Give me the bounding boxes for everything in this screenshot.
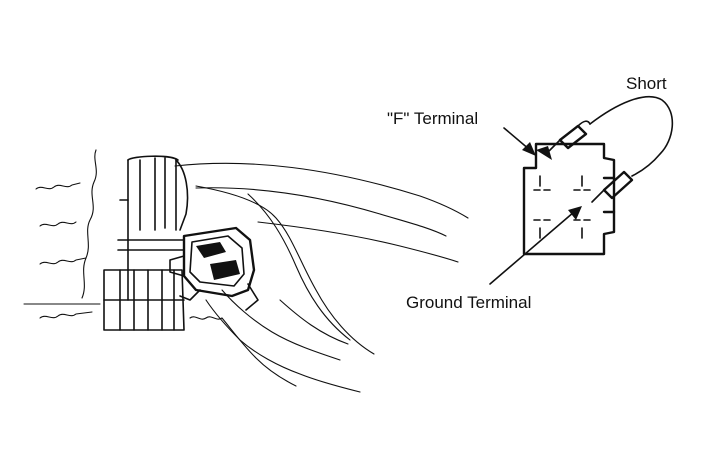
f-terminal-label: "F" Terminal	[387, 109, 478, 128]
terminal-connector-body	[522, 142, 616, 256]
body-contour-lines	[174, 162, 469, 355]
pipe-assembly	[117, 155, 189, 301]
lower-wavy-lines	[189, 289, 361, 393]
ground-terminal-label: Ground Terminal	[406, 293, 531, 312]
ground-terminal-probe	[591, 170, 634, 203]
wavy-hose-lines	[23, 149, 101, 319]
short-label: Short	[626, 74, 667, 93]
leader-arrows	[489, 127, 582, 285]
jumper-wire	[589, 95, 674, 177]
sensor-connector	[169, 226, 259, 311]
terminal-detail-illustration	[489, 95, 674, 285]
engine-compartment-illustration	[23, 149, 469, 393]
ribbed-hose-block	[103, 269, 185, 331]
terminal-cavities	[533, 175, 591, 239]
f-terminal-probe	[536, 120, 591, 160]
